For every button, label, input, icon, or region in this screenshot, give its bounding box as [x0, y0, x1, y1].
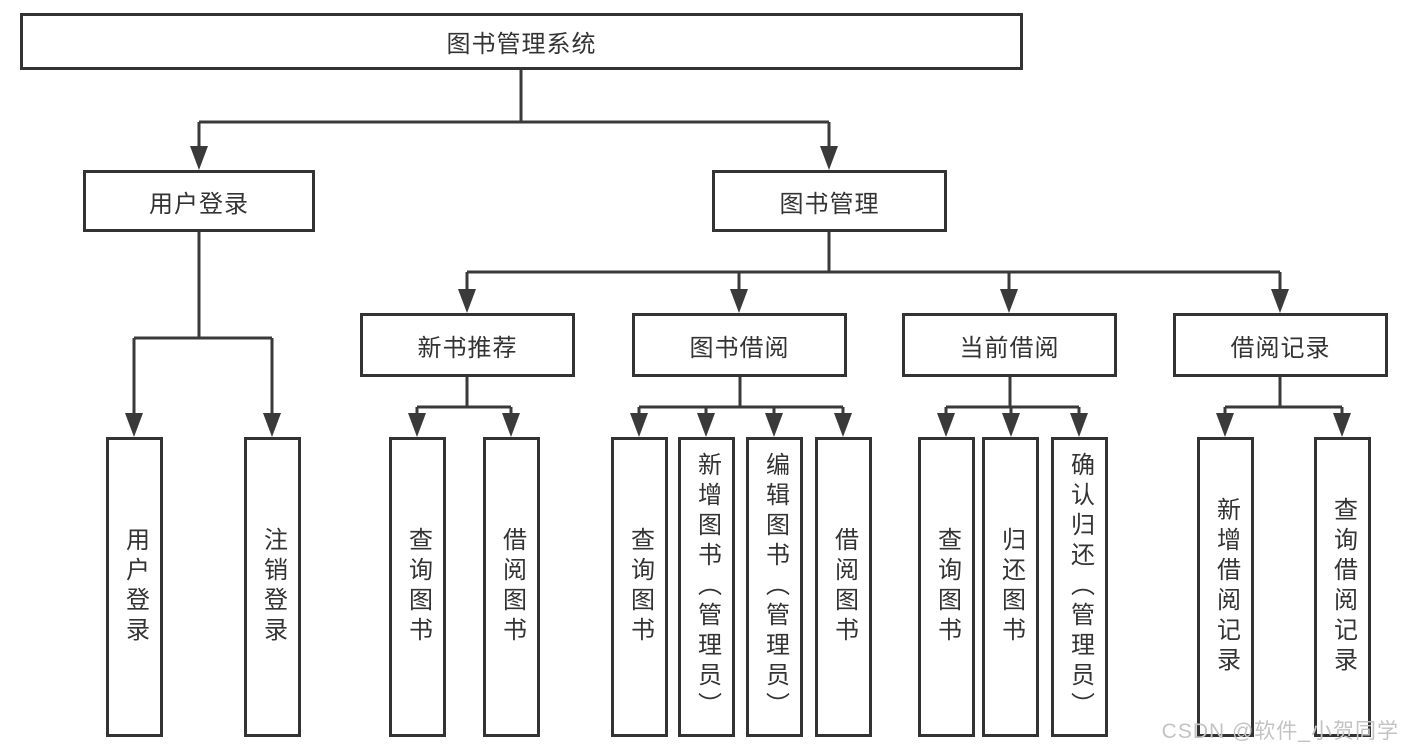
leaf-query-books-current-label: 查询图书	[933, 527, 961, 647]
csdn-watermark: CSDN @软件_小贺同学	[1161, 720, 1399, 743]
leaf-user-login: 用户登录	[106, 437, 163, 737]
leaf-query-borrow-record-label: 查询借阅记录	[1329, 497, 1357, 677]
connector-book-mgmt-to-level3	[458, 232, 1289, 313]
leaf-query-books-borrow: 查询图书	[611, 437, 668, 737]
node-book-mgmt: 图书管理	[712, 170, 947, 232]
node-user-login-label: 用户登录	[149, 190, 249, 218]
leaf-query-books-current: 查询图书	[918, 437, 975, 737]
leaf-add-borrow-record-label: 新增借阅记录	[1212, 497, 1240, 677]
leaf-add-books-admin-label: 新增图书（管理员）	[693, 452, 721, 722]
node-library-system-label: 图书管理系统	[446, 31, 597, 58]
leaf-edit-books-admin: 编辑图书（管理员）	[746, 437, 803, 737]
leaf-add-borrow-record: 新增借阅记录	[1197, 437, 1254, 737]
connector-current-borrow-children	[937, 377, 1088, 437]
node-borrow-records-label: 借阅记录	[1230, 334, 1331, 362]
connector-borrow-record-children	[1216, 377, 1351, 437]
leaf-query-books-borrow-label: 查询图书	[626, 527, 654, 647]
leaf-borrow-books-borrow: 借阅图书	[815, 437, 872, 737]
leaf-user-login-label: 用户登录	[121, 527, 149, 647]
node-borrow-records: 借阅记录	[1173, 313, 1388, 377]
node-new-book-recommend: 新书推荐	[360, 313, 575, 377]
leaf-logout-login-label: 注销登录	[259, 527, 287, 647]
connector-new-book-children	[408, 377, 520, 437]
node-book-borrow: 图书借阅	[632, 313, 847, 377]
node-library-system: 图书管理系统	[20, 13, 1023, 70]
leaf-return-books-label: 归还图书	[997, 527, 1025, 647]
connector-root-to-level2	[190, 70, 838, 170]
node-book-borrow-label: 图书借阅	[689, 334, 790, 362]
node-book-mgmt-label: 图书管理	[779, 190, 880, 218]
leaf-query-borrow-record: 查询借阅记录	[1314, 437, 1371, 737]
node-new-book-recommend-label: 新书推荐	[417, 334, 518, 362]
leaf-confirm-return-admin: 确认归还（管理员）	[1051, 437, 1108, 737]
leaf-logout-login: 注销登录	[244, 437, 301, 737]
leaf-borrow-books-newbook: 借阅图书	[483, 437, 540, 737]
leaf-query-books-newbook-label: 查询图书	[404, 527, 432, 647]
leaf-edit-books-admin-label: 编辑图书（管理员）	[761, 452, 789, 722]
leaf-borrow-books-newbook-label: 借阅图书	[498, 527, 526, 647]
leaf-query-books-newbook: 查询图书	[389, 437, 446, 737]
leaf-add-books-admin: 新增图书（管理员）	[678, 437, 735, 737]
node-current-borrow-label: 当前借阅	[959, 334, 1060, 362]
leaf-return-books: 归还图书	[982, 437, 1039, 737]
leaf-confirm-return-admin-label: 确认归还（管理员）	[1066, 452, 1094, 722]
node-user-login: 用户登录	[83, 170, 315, 232]
leaf-borrow-books-borrow-label: 借阅图书	[830, 527, 858, 647]
connector-user-login-children	[125, 232, 281, 437]
connector-book-borrow-children	[630, 377, 852, 437]
node-current-borrow: 当前借阅	[902, 313, 1117, 377]
